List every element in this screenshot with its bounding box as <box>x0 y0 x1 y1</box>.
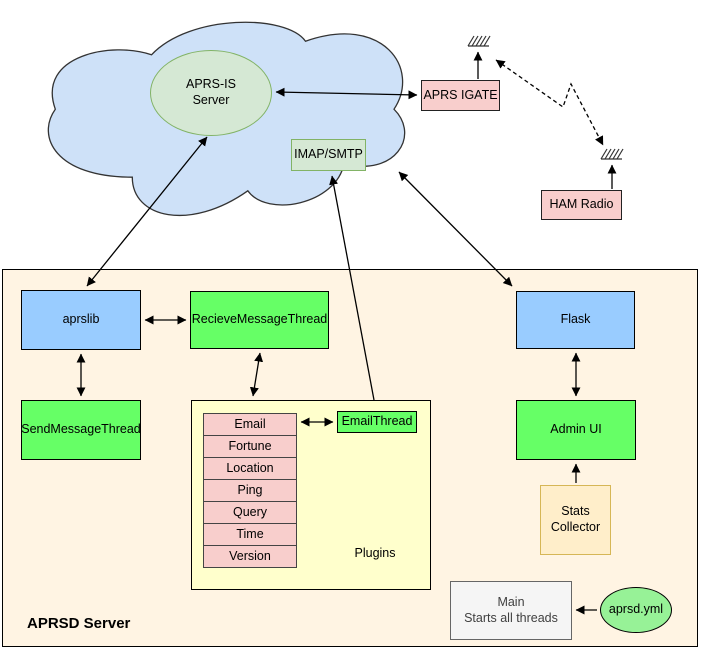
plugin-row-time: Time <box>203 523 297 546</box>
plugin-row-fortune: Fortune <box>203 435 297 458</box>
plugin-row-version: Version <box>203 545 297 568</box>
node-imap-smtp: IMAP/SMTP <box>291 139 366 171</box>
plugin-row-location: Location <box>203 457 297 480</box>
node-aprs-is-server: APRS-IS Server <box>150 50 272 136</box>
node-flask: Flask <box>516 291 635 349</box>
hamradio-antenna-icon <box>600 148 624 160</box>
igate-antenna-icon <box>467 35 491 47</box>
plugins-label: Plugins <box>354 546 396 560</box>
plugins-container: Email Fortune Location Ping Query Time V… <box>191 400 431 590</box>
node-recieve-message-thread: RecieveMessageThread <box>190 291 329 349</box>
node-email-thread: EmailThread <box>337 411 417 433</box>
arrow-aprsis-aprslib <box>86 136 208 287</box>
aprsd-server-title: APRSD Server <box>27 615 131 632</box>
plugin-row-query: Query <box>203 501 297 524</box>
node-aprsd-yml: aprsd.yml <box>600 587 672 633</box>
plugin-row-email: Email <box>203 413 297 436</box>
node-aprs-igate: APRS IGATE <box>421 80 500 111</box>
node-admin-ui: Admin UI <box>516 400 636 460</box>
node-main: Main Starts all threads <box>450 581 572 640</box>
node-ham-radio: HAM Radio <box>541 190 622 220</box>
node-aprslib: aprslib <box>21 290 141 350</box>
plugin-row-ping: Ping <box>203 479 297 502</box>
node-send-message-thread: SendMessageThread <box>21 400 141 460</box>
node-stats-collector: Stats Collector <box>540 485 611 555</box>
arrow-aprsis-igate <box>275 87 418 100</box>
rf-link-dashed-arrow <box>495 59 604 146</box>
